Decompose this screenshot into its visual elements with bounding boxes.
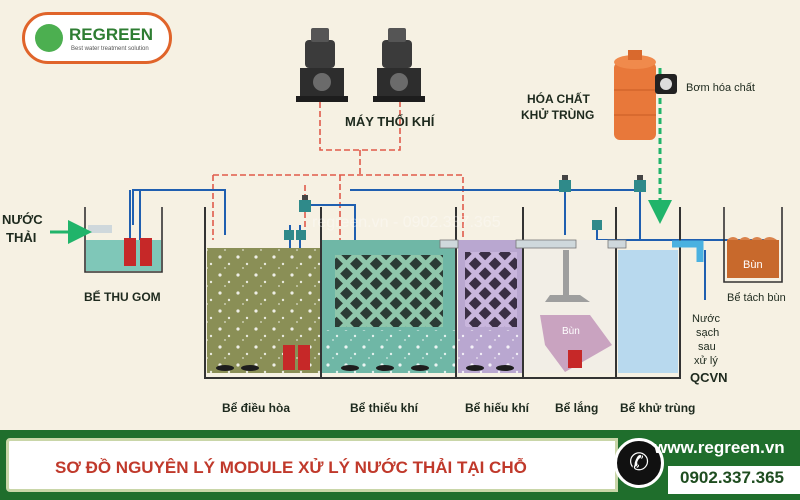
- collection-tank: [84, 207, 163, 273]
- tank-label: Bể lắng: [555, 401, 599, 415]
- tank-label: Bể thiếu khí: [350, 401, 419, 415]
- clean-water-line3: sau: [698, 341, 716, 353]
- settling-tank: [525, 240, 615, 373]
- chemical-label-line1: HÓA CHẤT: [527, 92, 590, 106]
- disinfection-tank: [618, 250, 678, 373]
- sludge-tank: [723, 207, 783, 283]
- footer-phone-box: [668, 466, 800, 494]
- standard-label: QCVN: [690, 370, 728, 385]
- phone-icon: ✆: [614, 438, 664, 488]
- valve-icon: [592, 220, 602, 230]
- leaf-icon: [35, 24, 63, 52]
- valve-icon: [284, 230, 294, 240]
- footer-phone[interactable]: 0902.337.365: [680, 468, 784, 487]
- valve-icon: [559, 175, 571, 192]
- pump-icon: [655, 74, 677, 94]
- logo-name: REGREEN: [69, 25, 154, 44]
- blower-icon: [296, 28, 348, 102]
- tank-label: Bể hiếu khí: [465, 401, 530, 415]
- blower-label: MÁY THỔI KHÍ: [345, 114, 435, 129]
- valve-icon: [296, 230, 306, 240]
- aerators: [216, 365, 514, 371]
- chemical-pump-label: Bơm hóa chất: [686, 82, 755, 94]
- air-lines: [212, 102, 464, 240]
- blower-icon: [373, 28, 425, 102]
- logo-tagline: Best water treatment solution: [71, 46, 149, 52]
- footer-title: SƠ ĐỒ NGUYÊN LÝ MODULE XỬ LÝ NƯỚC THẢI T…: [55, 458, 527, 477]
- brand-logo: REGREEN Best water treatment solution: [22, 12, 172, 64]
- aerobic-tank: [458, 240, 522, 373]
- sludge-tank-label: Bể tách bùn: [727, 292, 786, 304]
- collection-tank-label: BỂ THU GOM: [84, 290, 161, 304]
- equalization-tank: [207, 248, 320, 373]
- valve-icon: [299, 195, 311, 212]
- footer: SƠ ĐỒ NGUYÊN LÝ MODULE XỬ LÝ NƯỚC THẢI T…: [0, 430, 800, 500]
- chemical-label-line2: KHỬ TRÙNG: [521, 108, 595, 122]
- tank-label: Bể điều hòa: [222, 401, 291, 415]
- tank-label: Bể khử trùng: [620, 401, 696, 415]
- chemical-tank-icon: [614, 50, 656, 140]
- footer-website[interactable]: www.regreen.vn: [654, 438, 785, 457]
- watermark: regreen.vn - 0902.337.365: [312, 214, 501, 231]
- valve-icon: [634, 175, 646, 192]
- settler-sludge-label: Bùn: [562, 326, 580, 337]
- footer-title-box: SƠ ĐỒ NGUYÊN LÝ MODULE XỬ LÝ NƯỚC THẢI T…: [6, 438, 618, 492]
- anoxic-tank: [322, 240, 455, 373]
- clean-water-line4: xử lý: [694, 355, 718, 367]
- clean-water-line1: Nước: [692, 313, 721, 325]
- wastewater-label-line2: THẢI: [6, 230, 37, 245]
- sludge-label: Bùn: [743, 259, 763, 271]
- clean-water-line2: sạch: [696, 327, 720, 339]
- wastewater-label-line1: NƯỚC: [2, 212, 43, 227]
